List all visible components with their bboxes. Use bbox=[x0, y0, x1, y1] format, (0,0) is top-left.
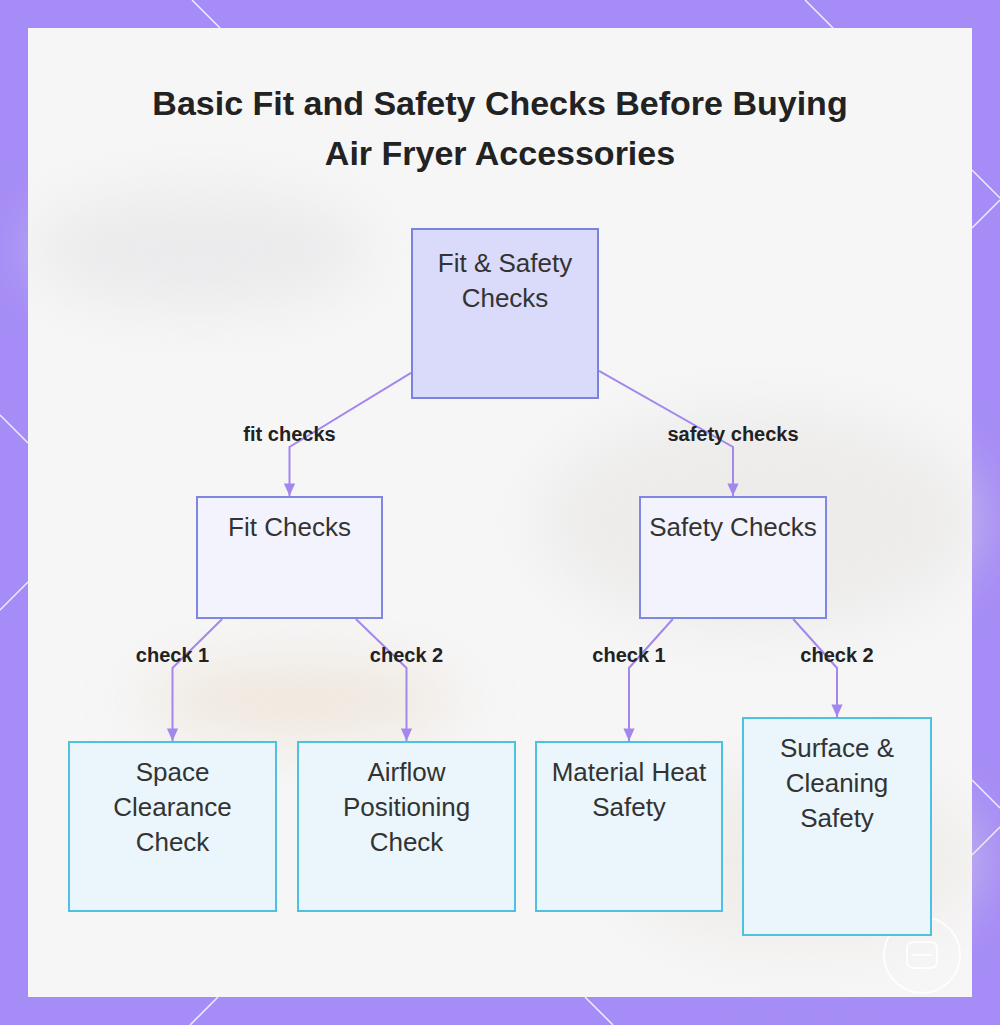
check-box: Surface & Cleaning Safety bbox=[742, 717, 932, 936]
connector-line bbox=[173, 619, 223, 741]
node-label: Safety Checks bbox=[641, 510, 825, 545]
category-box: Fit & Safety Checks bbox=[411, 228, 599, 399]
connector-line bbox=[629, 619, 673, 741]
edge-label: check 2 bbox=[800, 644, 873, 667]
edge-label: safety checks bbox=[667, 423, 798, 446]
check-box: Space Clearance Check bbox=[68, 741, 277, 912]
connector-line bbox=[356, 619, 407, 741]
node-label: Space Clearance Check bbox=[70, 755, 275, 860]
edge-label: check 1 bbox=[136, 644, 209, 667]
node-label: Surface & Cleaning Safety bbox=[744, 731, 930, 836]
category-box: Fit Checks bbox=[196, 496, 383, 619]
edge-label: check 2 bbox=[370, 644, 443, 667]
node-label: Material Heat Safety bbox=[537, 755, 721, 825]
edge-label: check 1 bbox=[592, 644, 665, 667]
edge-label: fit checks bbox=[243, 423, 335, 446]
check-box: Airflow Positioning Check bbox=[297, 741, 516, 912]
diagram-title: Basic Fit and Safety Checks Before Buyin… bbox=[140, 78, 860, 178]
category-box: Safety Checks bbox=[639, 496, 827, 619]
check-box: Material Heat Safety bbox=[535, 741, 723, 912]
node-label: Airflow Positioning Check bbox=[299, 755, 514, 860]
blurred-photo bbox=[30, 190, 980, 950]
connector-line bbox=[793, 619, 837, 717]
node-label: Fit Checks bbox=[220, 510, 359, 545]
node-label: Fit & Safety Checks bbox=[413, 246, 597, 316]
